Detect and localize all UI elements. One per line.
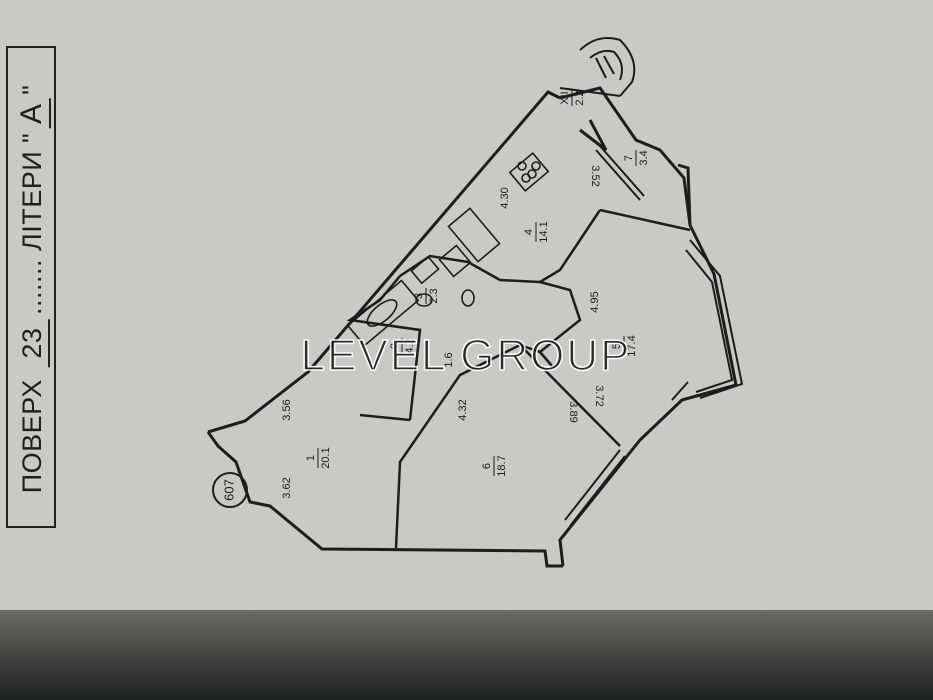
- room-3-label: 3 2.3: [413, 288, 440, 304]
- room-6-label: 6 18.7: [481, 455, 508, 476]
- room-number: XII: [559, 91, 571, 104]
- dim-room6-b: 3.89: [567, 401, 579, 422]
- room-number: 4: [523, 229, 535, 235]
- bay-window: [671, 239, 744, 401]
- dim-hall: 1.6: [443, 352, 455, 367]
- dim-room1-a: 3.56: [281, 399, 293, 420]
- room-number: 2: [389, 343, 401, 349]
- room-number: 7: [623, 155, 635, 161]
- table-shadow: [0, 610, 933, 700]
- room-area: 18.7: [496, 455, 508, 476]
- dim-room6-a: 4.32: [457, 399, 469, 420]
- dim-room5-b: 3.72: [593, 385, 605, 406]
- left-windows: [564, 145, 645, 527]
- room-area: 17.4: [626, 335, 638, 356]
- room-area: 4.2: [404, 338, 416, 353]
- dim-room5-a: 4.95: [589, 291, 601, 312]
- bathroom-fixtures: [346, 244, 475, 347]
- dim-room1-b: 3.62: [281, 477, 293, 498]
- stair-balcony: [559, 37, 636, 97]
- room-area: 2.3: [428, 288, 440, 303]
- room-number: 3: [413, 293, 425, 299]
- room-5-label: 5 17.4: [611, 335, 638, 356]
- apartment-number-badge: 607: [212, 472, 248, 508]
- room-number: 1: [305, 455, 317, 461]
- room-1-label: 1 20.1: [305, 447, 332, 468]
- room-area: 3.4: [638, 150, 650, 165]
- room-area: 20.1: [320, 447, 332, 468]
- room-area: 14.1: [538, 221, 550, 242]
- kitchen-fixtures: [447, 152, 550, 263]
- dim-room4-b: 3.52: [589, 165, 601, 186]
- room-4-label: 4 14.1: [523, 221, 550, 242]
- floor-label-box: ПОВЕРХ 23....... ЛІТЕРИ "А": [6, 46, 56, 528]
- dim-room4-a: 4.30: [499, 187, 511, 208]
- dimension-labels: 3.56 3.62 4.30 3.52 4.95 3.72 4.32 3.89 …: [281, 165, 605, 498]
- room-2-label: 2 4.2: [389, 338, 416, 354]
- room-labels: 1 20.1 2 4.2 3 2.3 4 14.1 5: [305, 90, 650, 477]
- watermark-text: LEVEL GROUP: [301, 331, 632, 380]
- room-7-label: 7 3.4: [623, 150, 650, 166]
- room-area: 2.2: [574, 90, 586, 105]
- room-xii-label: XII 2.2: [559, 90, 586, 106]
- room-number: 5: [611, 343, 623, 349]
- room-number: 6: [481, 463, 493, 469]
- apartment-number: 607: [221, 479, 236, 501]
